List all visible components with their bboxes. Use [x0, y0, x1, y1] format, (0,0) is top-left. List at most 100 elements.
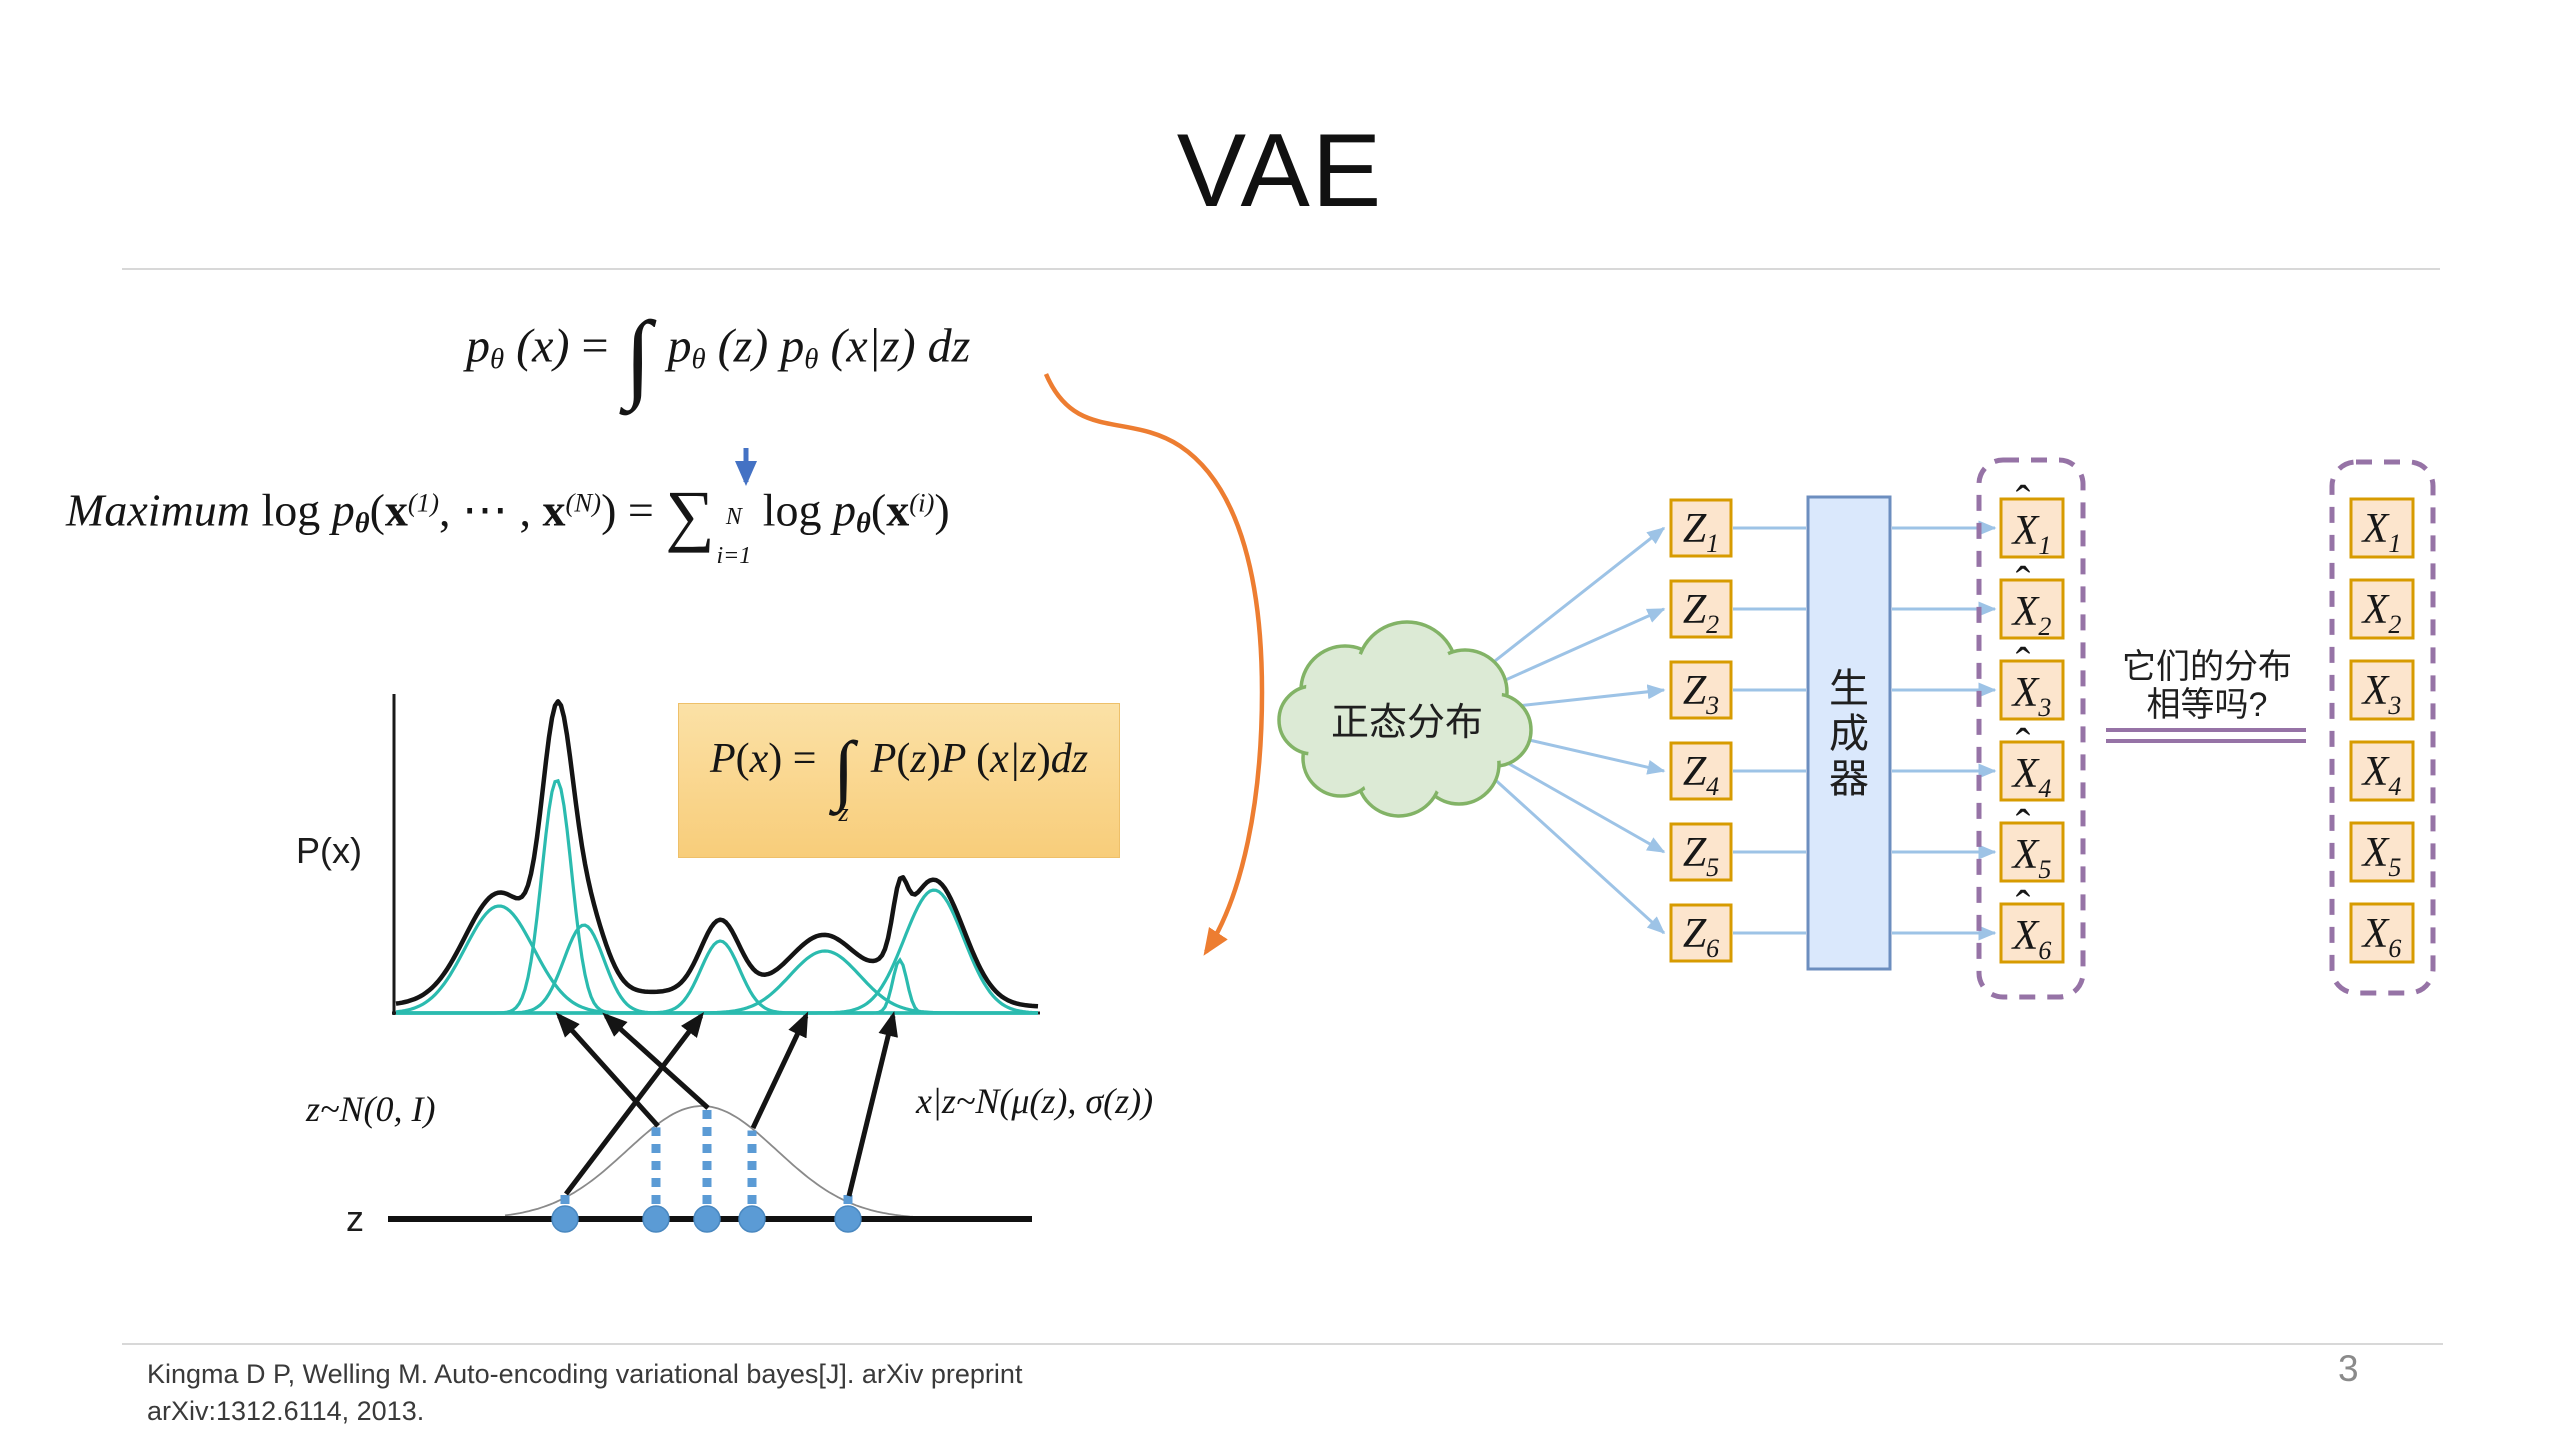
generator-box [1806, 495, 1892, 971]
citation-line-1: Kingma D P, Welling M. Auto-encoding var… [147, 1359, 1023, 1389]
math-token: p [655, 319, 692, 373]
generator-label: 成 [1829, 712, 1869, 756]
math-token: (x|z) dz [818, 319, 971, 373]
z-box-label: Z4 [1683, 749, 1719, 801]
z-box [1669, 903, 1733, 963]
hat-accent: ˆ [2016, 558, 2031, 607]
xhat-box [1999, 821, 2065, 883]
hat-accent: ˆ [2016, 801, 2031, 850]
sample-mapping-arrow [846, 1011, 898, 1197]
z-box-label: Z5 [1683, 830, 1719, 882]
math-token: p [466, 319, 490, 373]
formula-z-prior: z~N(0, I) [306, 1088, 435, 1130]
page-number: 3 [2338, 1348, 2359, 1389]
x-box-label: X5 [2361, 830, 2402, 882]
sample-mapping-arrow [564, 1012, 705, 1196]
math-token: dz [1050, 735, 1089, 782]
math-token: ( [369, 484, 385, 536]
x-box [2349, 902, 2415, 964]
math-token: x [749, 735, 769, 782]
xhat-box [1999, 659, 2065, 721]
z-box [1669, 498, 1733, 558]
hat-accent: ˆ [2016, 477, 2031, 526]
math-token: ) [1036, 735, 1051, 782]
math-token: ) [934, 484, 950, 536]
xhat-box [1999, 497, 2065, 559]
math-token: ∫ [624, 302, 652, 411]
title-divider-line [122, 268, 2440, 270]
slide-title: VAE [1176, 113, 1384, 229]
latent-sample-dot [738, 1205, 766, 1233]
cloud-shape-fill [1315, 664, 1499, 780]
question-line-2: 相等吗? [2147, 686, 2268, 724]
footer-divider-line [122, 1343, 2443, 1345]
highlight-formula-box: P(x) = ∫z P(z)P (x|z)dz [678, 703, 1120, 858]
sample-mapping-arrow [602, 1012, 710, 1110]
xhat-container [1976, 457, 2086, 1000]
z-box [1669, 822, 1733, 882]
math-token: ) = [768, 735, 827, 782]
math-token: (N) [565, 487, 602, 518]
xhat-box [1999, 902, 2065, 964]
gaussian-component-curve [396, 939, 1038, 1015]
math-token: log [261, 484, 332, 536]
math-token: z [910, 735, 927, 782]
z-box-label: Z2 [1683, 587, 1719, 639]
math-token: ) [926, 735, 941, 782]
math-token: (1) [407, 487, 439, 518]
x-box-label: X3 [2361, 668, 2402, 720]
math-token: ) = [601, 484, 666, 536]
x-box [2349, 578, 2415, 640]
x-box-label: X1 [2361, 506, 2402, 558]
math-token: P [860, 735, 897, 782]
x-box-label: X6 [2361, 911, 2402, 963]
math-token: θ [804, 342, 819, 375]
xhat-box-label: X5 [2011, 832, 2052, 884]
hat-accent: ˆ [2016, 720, 2031, 769]
formula-px-integral: P(x) = ∫z P(z)P (x|z)dz [710, 726, 1089, 828]
sample-mapping-arrow [750, 1011, 809, 1130]
math-token: x [542, 484, 566, 536]
xhat-box-label: X3 [2011, 670, 2052, 722]
math-token: (i) [909, 487, 935, 518]
citation-footer: Kingma D P, Welling M. Auto-encoding var… [147, 1356, 1022, 1430]
generator-label: 器 [1829, 757, 1869, 801]
xhat-box [1999, 578, 2065, 640]
x-box [2349, 497, 2415, 559]
math-token: ( [896, 735, 911, 782]
mixture-envelope-curve [395, 699, 1039, 1009]
x-box-label: X4 [2361, 749, 2402, 801]
math-token: = [581, 319, 621, 373]
x-box [2349, 659, 2415, 721]
math-token: ( [870, 484, 887, 536]
math-token: ( [976, 735, 991, 782]
generator-label: 生 [1829, 667, 1869, 711]
orange-curved-arrow [1043, 373, 1265, 956]
latent-sample-dot [642, 1205, 670, 1233]
gaussian-component-curve [396, 957, 1038, 1015]
math-token: (z) p [705, 319, 805, 373]
math-token: (x) [504, 319, 582, 373]
math-token: z~N(0, I) [306, 1089, 436, 1129]
z-box [1669, 660, 1733, 720]
xhat-box-label: X2 [2011, 589, 2052, 641]
hat-accent: ˆ [2016, 639, 2031, 688]
xhat-box-label: X1 [2011, 508, 2052, 560]
xhat-box [1999, 740, 2065, 802]
math-token: ( [735, 735, 750, 782]
xhat-box-label: X6 [2011, 913, 2052, 965]
z-box [1669, 579, 1733, 639]
hat-accent: ˆ [2016, 882, 2031, 931]
math-token: ∫z [832, 726, 855, 828]
latent-sample-dot [551, 1205, 579, 1233]
z-box-label: Z1 [1683, 506, 1719, 558]
math-token: x|z [990, 735, 1037, 782]
math-token: θ [691, 342, 706, 375]
formula-x-given-z: x|z~N(μ(z), σ(z)) [916, 1080, 1153, 1122]
math-token: P [940, 735, 977, 782]
sample-mapping-arrow [555, 1012, 660, 1128]
gaussian-component-curve [396, 923, 1038, 1015]
latent-sample-dot [834, 1205, 862, 1233]
z-box [1669, 741, 1733, 801]
